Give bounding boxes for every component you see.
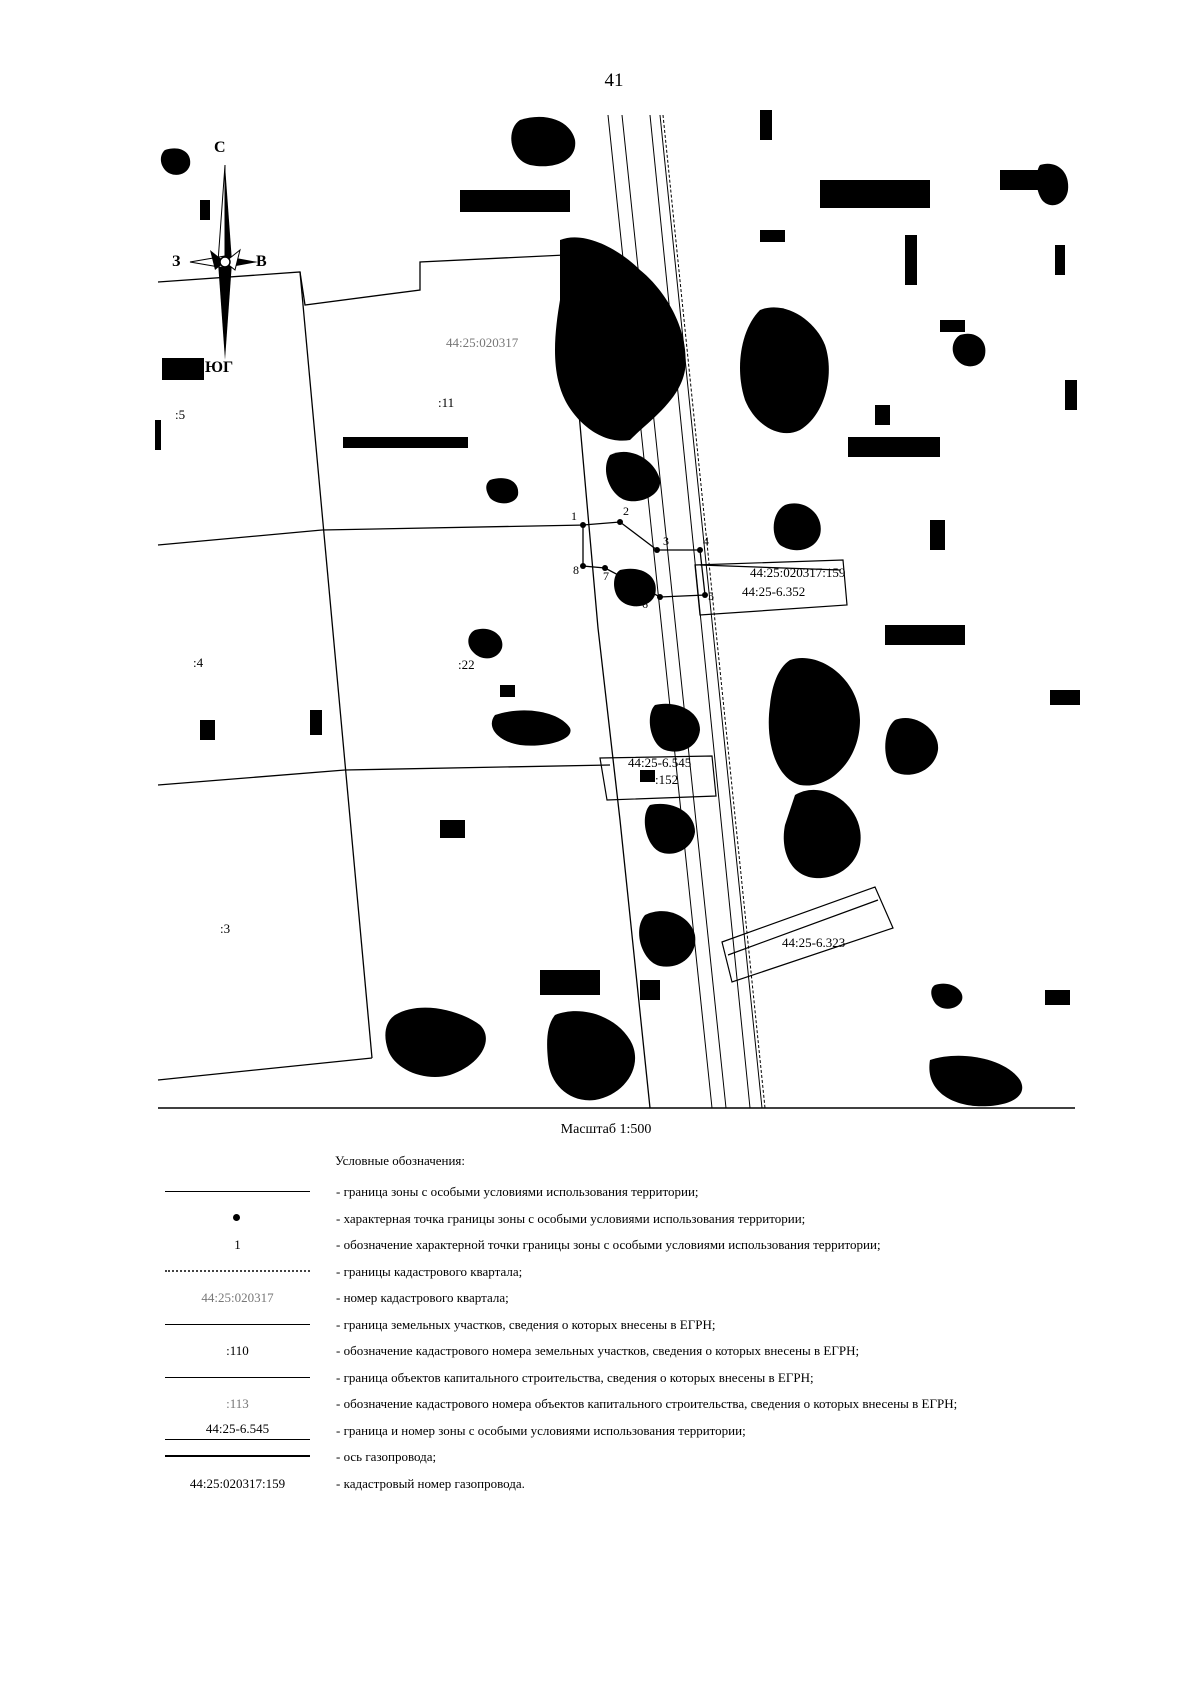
legend-description: - обозначение кадастрового номера объект… [336, 1396, 958, 1411]
legend-description: - граница зоны с особыми условиями испол… [336, 1184, 699, 1199]
zone-label-545: 44:25-6.545 [628, 755, 692, 770]
gas-pipeline-lines [607, 114, 766, 1109]
legend-description: - ось газопровода; [336, 1449, 437, 1464]
quarter-boundary-line-symbol [165, 1269, 310, 1272]
parcel-label-4: :4 [193, 655, 204, 670]
point-number-6: 6 [642, 597, 648, 611]
boundary-line-symbol [165, 1191, 310, 1192]
page-number: 41 [604, 70, 624, 91]
point-number-1: 1 [571, 509, 577, 523]
legend-row: 44:25-6.545 - граница и номер зоны с особ… [150, 1419, 1150, 1443]
legend-description: - граница и номер зоны с особыми условия… [336, 1422, 746, 1438]
legend-row: :113 - обозначение кадастрового номера об… [150, 1392, 1150, 1416]
legend-row: 1 - обозначение характерной точки границы… [150, 1233, 1150, 1257]
legend-symbol [165, 1260, 310, 1284]
compass-west-label: З [172, 253, 181, 270]
point-number-4: 4 [703, 534, 709, 548]
zone-label-323: 44:25-6.323 [782, 935, 846, 950]
zone-boundary [580, 519, 708, 600]
compass-south-label: ЮГ [205, 359, 234, 376]
cadastral-map: С З В ЮГ 44:25:020317 :11 :5 :4 :22 :3 4… [155, 110, 1080, 1109]
legend-description: - граница земельных участков, сведения о… [336, 1316, 716, 1332]
legend-description: - граница объектов капитального строител… [336, 1369, 814, 1385]
zone-label-352: 44:25-6.352 [742, 584, 806, 599]
object-label-152: :152 [655, 772, 679, 787]
legend-symbol: 44:25-6.545 [165, 1419, 310, 1443]
legend-symbol-text: :113 [226, 1396, 249, 1411]
legend-symbol [165, 1313, 310, 1337]
map-drawing [155, 110, 1080, 1109]
legend-symbol: :113 [165, 1392, 310, 1416]
zone-boundary-line-symbol [165, 1438, 310, 1440]
legend-symbol-text: 44:25:020317 [201, 1290, 274, 1305]
quarter-number-label: 44:25:020317 [446, 335, 519, 350]
compass-north-label: С [214, 139, 226, 156]
compass-rose [189, 164, 258, 360]
legend-description: - кадастровый номер газопровода. [336, 1475, 525, 1491]
legend-symbol-text: 1 [234, 1237, 241, 1252]
legend-symbol [165, 1366, 310, 1390]
legend-symbol [165, 1180, 310, 1204]
map-scale: Масштаб 1:500 [560, 1122, 652, 1137]
legend-symbol: 1 [165, 1233, 310, 1257]
boundary-line-symbol [165, 1323, 310, 1325]
legend-row: - граница зоны с особыми условиями испол… [150, 1180, 1150, 1204]
legend-symbol: :110 [165, 1339, 310, 1363]
vegetation [155, 110, 1080, 1107]
point-number-5: 5 [708, 589, 714, 603]
legend-row: - граница объектов капитального строител… [150, 1366, 1150, 1390]
legend-row: 44:25:020317:159 - кадастровый номер газо… [150, 1472, 1150, 1496]
legend-symbol: 44:25:020317 [165, 1286, 310, 1310]
legend-description: - обозначение кадастрового номера земель… [336, 1343, 860, 1358]
legend-row: 44:25:020317 - номер кадастрового квартал… [150, 1286, 1150, 1310]
legend-symbol-text: 44:25-6.545 [205, 1420, 270, 1436]
legend-description: - характерная точка границы зоны с особы… [336, 1210, 806, 1226]
gas-pipeline-number-label: 44:25:020317:159 [750, 565, 846, 580]
legend-description: - границы кадастрового квартала; [336, 1263, 523, 1279]
legend-symbol-text: :110 [226, 1343, 249, 1358]
parcel-label-5: :5 [175, 407, 186, 422]
legend-symbol-text: 44:25:020317:159 [189, 1475, 286, 1491]
legend-row: - границы кадастрового квартала; [150, 1260, 1150, 1284]
parcel-label-11: :11 [438, 395, 455, 410]
legend-row: - ось газопровода; [150, 1445, 1150, 1469]
point-number-3: 3 [663, 534, 669, 548]
point-number-7: 7 [603, 569, 609, 583]
legend-description: - номер кадастрового квартала; [336, 1290, 509, 1305]
legend-row: - характерная точка границы зоны с особы… [150, 1207, 1150, 1231]
point-number-2: 2 [623, 504, 629, 518]
legend-row: :110 - обозначение кадастрового номера зе… [150, 1339, 1150, 1363]
legend-symbol [165, 1445, 310, 1469]
legend-symbol: 44:25:020317:159 [165, 1472, 310, 1496]
pipeline-axis-line-symbol [165, 1455, 310, 1457]
zone-rectangles [599, 559, 894, 983]
parcel-label-3: :3 [220, 921, 231, 936]
boundary-line-symbol [165, 1376, 310, 1378]
legend-description: - обозначение характерной точки границы … [336, 1237, 881, 1252]
characteristic-point-symbol [233, 1213, 240, 1221]
parcel-boundaries [157, 254, 651, 1109]
legend-row: - граница земельных участков, сведения о… [150, 1313, 1150, 1337]
parcel-label-22: :22 [458, 657, 475, 672]
point-number-8: 8 [573, 563, 579, 577]
legend-title: Условные обозначения: [335, 1153, 466, 1168]
compass-east-label: В [256, 253, 267, 270]
legend-symbol [165, 1207, 310, 1231]
